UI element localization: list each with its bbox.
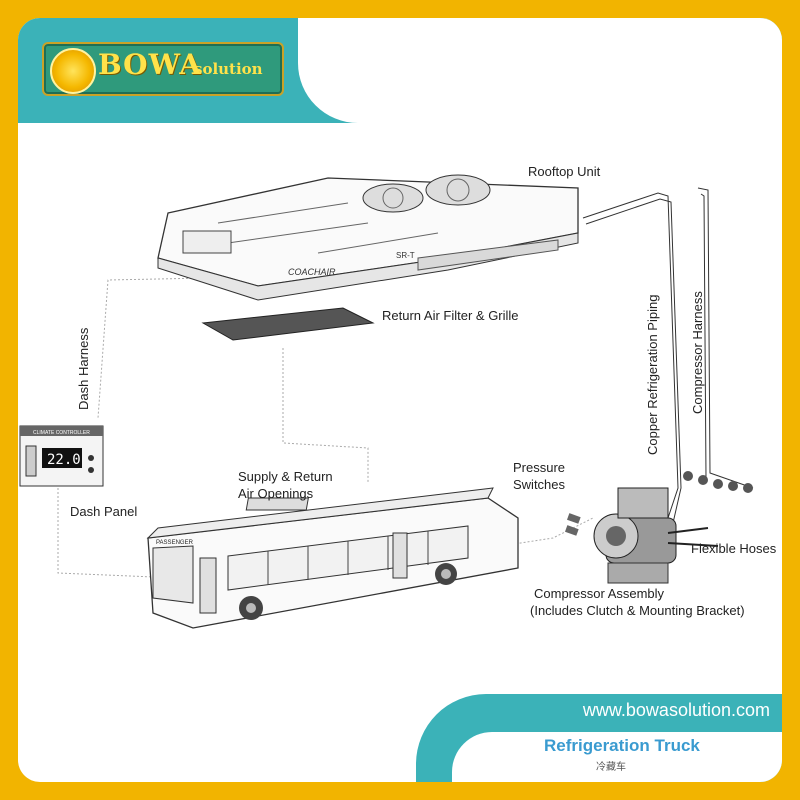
label-dash-harness: Dash Harness	[76, 327, 91, 410]
content-panel: BOWA solution	[18, 18, 782, 782]
unit-brand: COACHAIR	[288, 267, 336, 277]
copper-piping	[582, 187, 754, 524]
bowa-logo[interactable]: BOWA solution	[42, 42, 284, 96]
website-link[interactable]: www.bowasolution.com	[582, 700, 770, 720]
label-compressor-2: (Includes Clutch & Mounting Bracket)	[530, 603, 745, 618]
bus-sign: PASSENGER	[156, 540, 194, 546]
label-pressure-1: Pressure	[513, 460, 565, 475]
system-diagram: COACHAIR SR-T	[19, 164, 777, 629]
product-title: Refrigeration Truck	[544, 736, 700, 755]
panel-heading: CLIMATE CONTROLLER	[33, 430, 90, 436]
label-return-air: Return Air Filter & Grille	[382, 308, 519, 323]
unit-model: SR-T	[396, 251, 415, 260]
label-copper-piping: Copper Refrigeration Piping	[645, 295, 660, 455]
panel-display: 22.0	[47, 452, 81, 468]
compressor-assembly	[593, 487, 719, 584]
label-compressor-harness: Compressor Harness	[690, 291, 705, 414]
rooftop-unit: COACHAIR SR-T	[157, 174, 579, 301]
harness-connectors	[683, 471, 753, 493]
bus: PASSENGER	[146, 487, 519, 629]
product-title-cn: 冷藏车	[596, 762, 626, 773]
footer-inner	[452, 732, 782, 782]
dash-panel-device: CLIMATE CONTROLLER 22.0	[19, 425, 104, 487]
label-compressor-1: Compressor Assembly	[534, 586, 665, 601]
label-supply-return-1: Supply & Return	[238, 469, 333, 484]
label-dash-panel: Dash Panel	[70, 504, 137, 519]
label-rooftop-unit: Rooftop Unit	[528, 164, 601, 179]
logo-suffix: solution	[194, 60, 263, 78]
label-flexible-hoses: Flexible Hoses	[691, 541, 777, 556]
sun-icon	[50, 48, 96, 94]
label-supply-return-2: Air Openings	[238, 486, 314, 501]
label-pressure-2: Switches	[513, 477, 566, 492]
header-band	[18, 18, 782, 123]
pressure-switches	[564, 513, 581, 536]
return-air-filter	[201, 307, 375, 341]
logo-brand: BOWA	[98, 48, 202, 81]
